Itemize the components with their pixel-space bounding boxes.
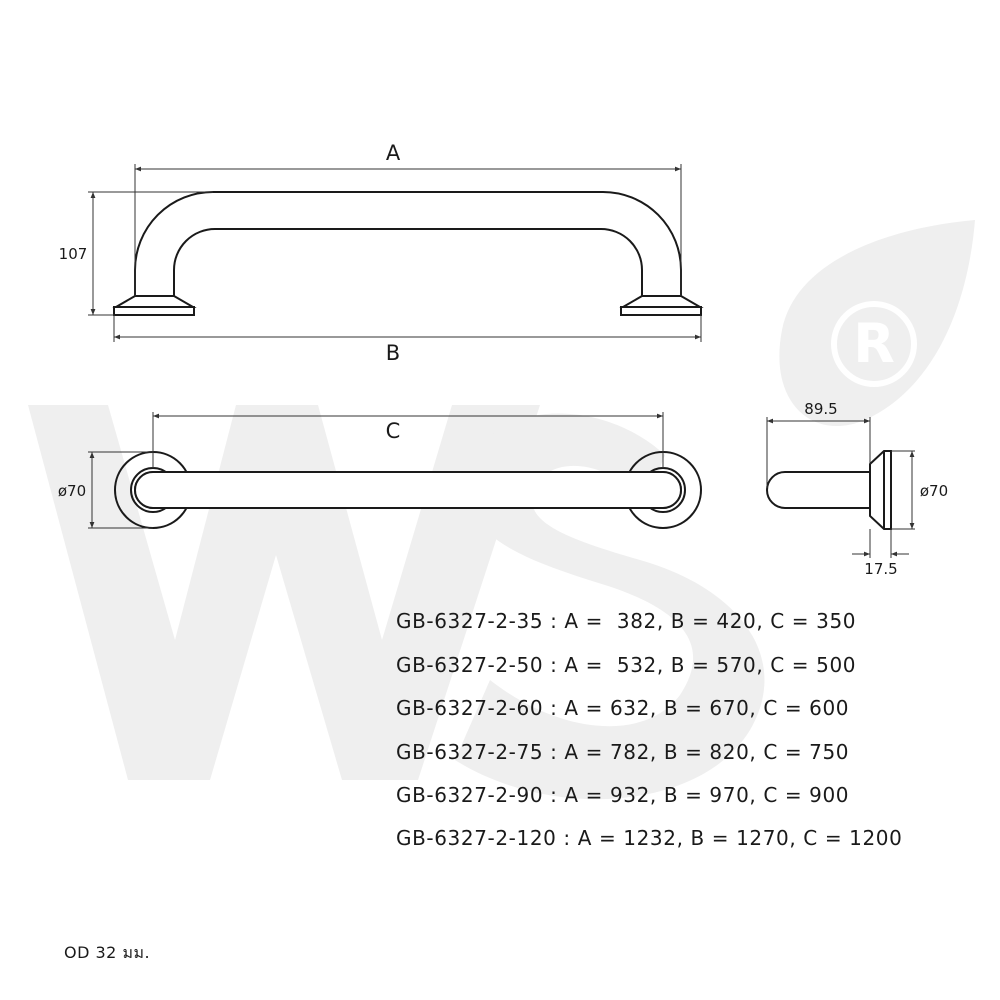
registered-mark-letter: R [853, 312, 895, 375]
end-view [766, 417, 915, 558]
end-view-tube [766, 471, 870, 509]
right-flange [619, 295, 704, 316]
left-flange [112, 295, 197, 316]
registered-mark-circle [831, 301, 917, 387]
spec-line-gb-6327-2-50: GB-6327-2-50 : A = 532, B = 570, C = 500 [396, 653, 857, 677]
watermark-letter-w [28, 405, 540, 780]
spec-line-gb-6327-2-75: GB-6327-2-75 : A = 782, B = 820, C = 750 [396, 740, 850, 764]
dimension-b-label: B [386, 341, 400, 365]
dimension-c-label: C [386, 419, 401, 443]
dimension-flange-thickness-label: 17.5 [864, 560, 897, 578]
outer-diameter-note: OD 32 มม. [64, 943, 151, 962]
dimension-end-flange-diameter-label: ø70 [920, 482, 948, 500]
dimension-height-label: 107 [59, 245, 88, 263]
end-view-flange [869, 450, 892, 530]
spec-line-gb-6327-2-90: GB-6327-2-90 : A = 932, B = 970, C = 900 [396, 783, 850, 807]
spec-line-gb-6327-2-120: GB-6327-2-120 : A = 1232, B = 1270, C = … [396, 826, 903, 850]
watermark-letter-s [455, 413, 765, 800]
spec-line-gb-6327-2-60: GB-6327-2-60 : A = 632, B = 670, C = 600 [396, 696, 850, 720]
side-view [88, 164, 704, 342]
grab-bar-outer-profile [134, 191, 682, 296]
dimension-depth-label: 89.5 [804, 400, 837, 418]
ws-watermark-logo: R [28, 220, 975, 800]
grab-bar-inner-profile [173, 228, 643, 296]
dimension-a-label: A [386, 141, 401, 165]
watermark-leaf [779, 220, 975, 427]
top-view [88, 412, 702, 529]
grab-bar-tube-top [134, 471, 682, 509]
spec-line-gb-6327-2-35: GB-6327-2-35 : A = 382, B = 420, C = 350 [396, 609, 857, 633]
dimension-flange-diameter-label: ø70 [58, 482, 86, 500]
